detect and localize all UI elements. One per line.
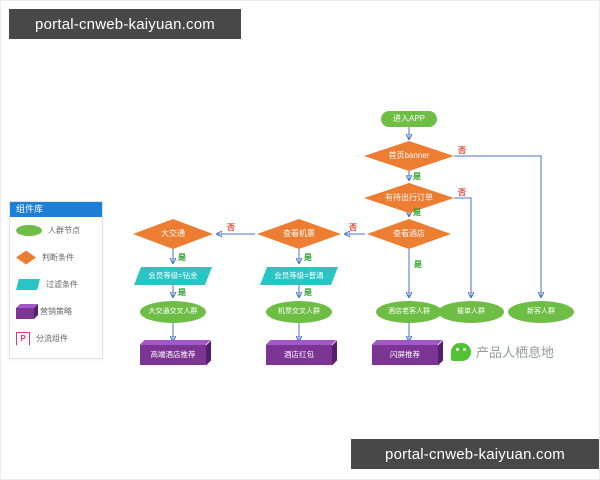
edge-label-no: 否 xyxy=(227,223,235,232)
brand-name: 产品人栖息地 xyxy=(476,345,555,360)
edge-label-yes: 是 xyxy=(178,288,186,297)
edge-label-no: 否 xyxy=(458,146,466,155)
legend-item-crowd-node: 人群节点 xyxy=(10,217,102,244)
node-strategy-flash-recommend: 闪屏推荐 xyxy=(372,345,438,365)
legend-item-label: 营销策略 xyxy=(40,307,72,316)
legend-item-label: 人群节点 xyxy=(48,226,80,235)
node-enter-app: 进入APP xyxy=(381,111,437,127)
node-strategy-highend-hotel: 高端酒店推荐 xyxy=(140,345,206,365)
legend-item-strategy: 营销策略 xyxy=(10,298,102,325)
split-component-icon: P xyxy=(16,331,30,346)
node-crowd-new-customer: 新客人群 xyxy=(508,301,574,323)
edge-label-no: 否 xyxy=(458,188,466,197)
watermark-bar-bottom: portal-cnweb-kaiyuan.com xyxy=(351,439,599,469)
edge-label-yes: 是 xyxy=(304,253,312,262)
legend-item-filter: 过滤条件 xyxy=(10,271,102,298)
wechat-icon xyxy=(451,342,471,361)
watermark-bar-top: portal-cnweb-kaiyuan.com xyxy=(9,9,241,39)
crowd-node-shape-icon xyxy=(16,225,42,236)
edge-label-yes: 是 xyxy=(304,288,312,297)
node-strategy-hotel-redpacket: 酒店红包 xyxy=(266,345,332,365)
edge-label-yes: 是 xyxy=(413,172,421,181)
legend-item-condition: 判断条件 xyxy=(10,244,102,271)
legend-item-label: 分流组件 xyxy=(36,334,68,343)
legend-item-label: 过滤条件 xyxy=(46,280,78,289)
edge-label-yes: 是 xyxy=(414,260,422,269)
wechat-watermark: 产品人栖息地 xyxy=(451,342,554,361)
watermark-text: portal-cnweb-kaiyuan.com xyxy=(385,445,565,463)
node-crowd-flight-cross: 机票交叉人群 xyxy=(266,301,332,323)
edge-label-yes: 是 xyxy=(413,208,421,217)
node-filter-member-normal: 会员等级=普通 xyxy=(260,267,338,285)
filter-shape-icon xyxy=(16,279,40,290)
watermark-text: portal-cnweb-kaiyuan.com xyxy=(35,15,215,33)
edge-label-no: 否 xyxy=(349,223,357,232)
node-crowd-hotel-regular: 酒店老客人群 xyxy=(376,301,442,323)
legend-title: 组件库 xyxy=(10,202,102,217)
legend-panel: 组件库 人群节点 判断条件 过滤条件 营销策略 P 分流组件 xyxy=(9,201,103,359)
node-crowd-traffic-cross: 大交通交叉人群 xyxy=(140,301,206,323)
legend-item-split: P 分流组件 xyxy=(10,325,102,352)
legend-item-label: 判断条件 xyxy=(42,253,74,262)
node-filter-member-gold: 会员等级=钻金 xyxy=(134,267,212,285)
condition-shape-icon xyxy=(16,250,36,265)
strategy-shape-icon xyxy=(16,308,34,319)
edge-label-yes: 是 xyxy=(178,253,186,262)
node-crowd-remind: 催单人群 xyxy=(438,301,504,323)
